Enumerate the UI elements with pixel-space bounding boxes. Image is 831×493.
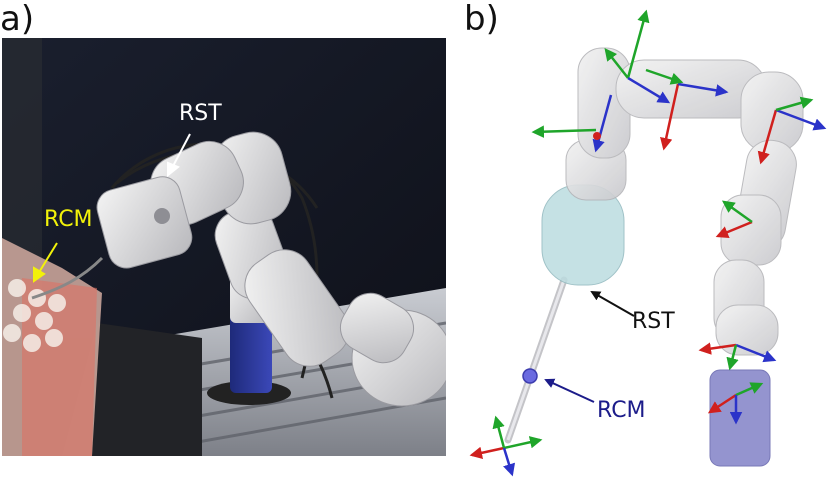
render-rst-label: RST — [632, 309, 675, 334]
photo-rcm-label: RCM — [44, 207, 93, 232]
photo-rst-label: RST — [179, 101, 222, 126]
robot-render — [456, 0, 831, 489]
panel-b-label: b) — [464, 0, 499, 39]
panel-a-label: a) — [0, 0, 35, 39]
robot-photo — [2, 38, 446, 456]
render-rcm-label: RCM — [597, 398, 646, 423]
